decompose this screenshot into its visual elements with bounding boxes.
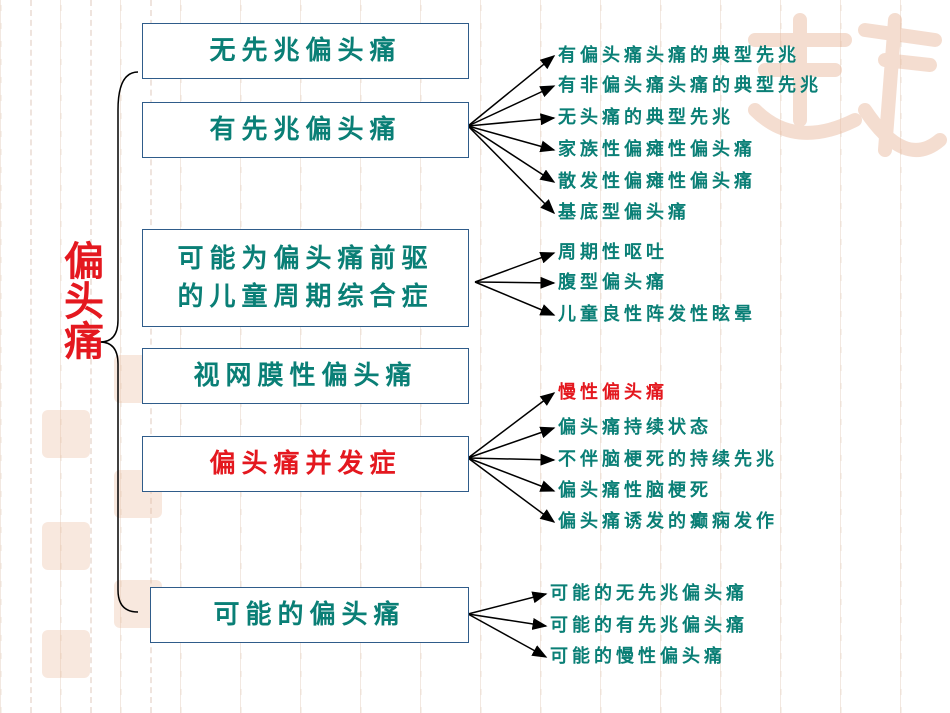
category-box-no-aura: 无先兆偏头痛 [142,23,469,79]
arrow-connector [474,276,556,289]
arrow-connector [467,85,556,127]
arrow-connector [467,392,556,459]
subtype-item: 不伴脑梗死的持续先兆 [558,449,778,470]
subtype-item: 偏头痛诱发的癫痫发作 [558,511,778,532]
main-brace [99,71,139,613]
subtype-item: 慢性偏头痛 [558,382,668,403]
category-label-line-2: 的儿童周期综合症 [177,282,434,312]
subtype-item: 儿童良性阵发性眩晕 [558,304,756,325]
subtype-item: 周期性呕吐 [558,242,668,263]
category-label: 偏头痛并发症 [209,449,402,479]
decorative-stamp-icon [42,522,90,570]
subtype-item: 偏头痛性脑梗死 [558,480,712,501]
category-label: 无先兆偏头痛 [209,36,402,66]
arrow-connector [474,281,556,316]
category-box-with-aura: 有先兆偏头痛 [142,102,469,158]
arrow-connector [467,426,556,459]
category-box-childhood-syndromes: 可能为偏头痛前驱 的儿童周期综合症 [142,229,469,327]
arrow-connector [467,125,556,183]
subtype-item: 家族性偏瘫性偏头痛 [558,139,756,160]
arrow-connector [467,613,548,630]
arrow-connector [467,613,548,658]
category-box-retinal: 视网膜性偏头痛 [142,348,469,404]
category-label: 可能的偏头痛 [213,600,406,630]
arrow-connector [467,113,556,127]
arrow-connector [467,453,556,466]
arrow-connector [467,457,556,492]
subtype-item: 可能的无先兆偏头痛 [550,583,748,604]
decorative-stamp-icon [42,410,90,458]
category-box-probable: 可能的偏头痛 [150,587,469,643]
arrow-connector [467,457,556,523]
arrow-connector [467,125,556,215]
background-rule [90,0,92,713]
subtype-item: 有偏头痛头痛的典型先兆 [558,45,800,66]
subtype-item: 可能的有先兆偏头痛 [550,615,748,636]
subtype-item: 基底型偏头痛 [558,202,690,223]
subtype-item: 散发性偏瘫性偏头痛 [558,171,756,192]
subtype-item: 腹型偏头痛 [558,272,668,293]
arrow-connector [467,591,548,615]
arrow-connector [474,252,556,283]
arrow-connector [467,125,556,153]
subtype-item: 无头痛的典型先兆 [558,107,734,128]
decorative-stamp-icon [42,630,90,678]
main-title-text: 偏头痛 [57,240,103,360]
category-label: 视网膜性偏头痛 [193,361,418,391]
subtype-item: 可能的慢性偏头痛 [550,646,726,667]
category-box-complications: 偏头痛并发症 [142,436,469,492]
subtype-item: 有非偏头痛头痛的典型先兆 [558,75,822,96]
category-label-line-1: 可能为偏头痛前驱 [177,244,434,274]
arrow-connector [467,55,556,127]
background-rule [30,0,32,713]
category-label: 有先兆偏头痛 [209,115,402,145]
subtype-item: 偏头痛持续状态 [558,417,712,438]
decorative-seal-icon [748,13,947,157]
main-title: 偏头痛 [50,240,110,376]
